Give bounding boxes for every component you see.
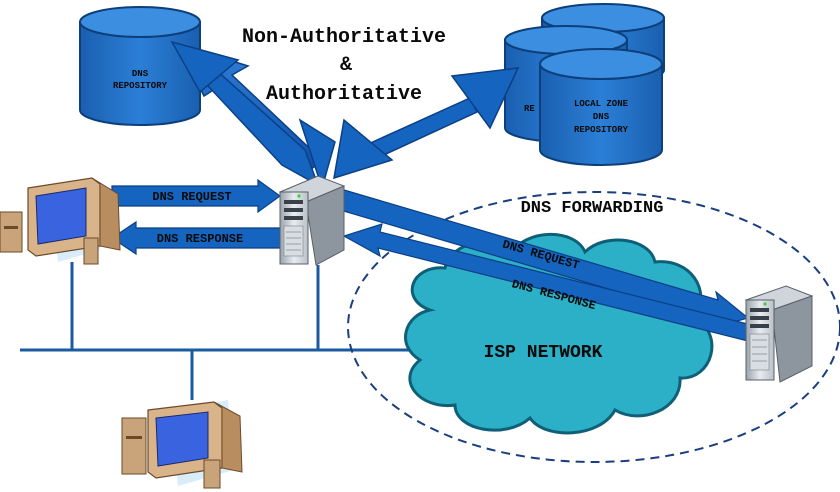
left-repo-label-line1: DNS — [132, 69, 149, 79]
dns-request-arrow-left: DNS REQUEST — [111, 178, 282, 214]
desktop-computer-icon — [0, 177, 121, 265]
title-line2: & — [340, 54, 352, 77]
left-repo-label-line2: REPOSITORY — [113, 81, 168, 91]
server-tower-icon — [744, 285, 814, 383]
left-repo-double-arrow — [170, 40, 336, 191]
dns-forwarding-boundary — [347, 191, 840, 463]
database-cylinder-icon — [79, 6, 201, 126]
dns-forwarding-label: DNS FORWARDING — [521, 199, 664, 218]
database-cylinder-icon — [539, 48, 663, 166]
title-line1: Non-Authoritative — [242, 26, 446, 49]
lan-wiring — [20, 262, 420, 400]
local-zone-label-line2: DNS — [593, 112, 610, 122]
dns-response-arrow-left: DNS RESPONSE — [110, 220, 281, 256]
title-line3: Authoritative — [266, 83, 422, 106]
dns-response-label-left: DNS RESPONSE — [157, 232, 243, 246]
right-repo-double-arrow — [333, 67, 520, 180]
dns-request-label-left: DNS REQUEST — [152, 190, 231, 204]
back-repo-partial-label: RE — [524, 104, 535, 114]
isp-network-label: ISP NETWORK — [484, 343, 603, 363]
desktop-computer-icon — [121, 400, 243, 489]
server-tower-icon — [278, 175, 346, 266]
local-zone-label-line3: REPOSITORY — [574, 125, 629, 135]
local-zone-label-line1: LOCAL ZONE — [574, 99, 629, 109]
